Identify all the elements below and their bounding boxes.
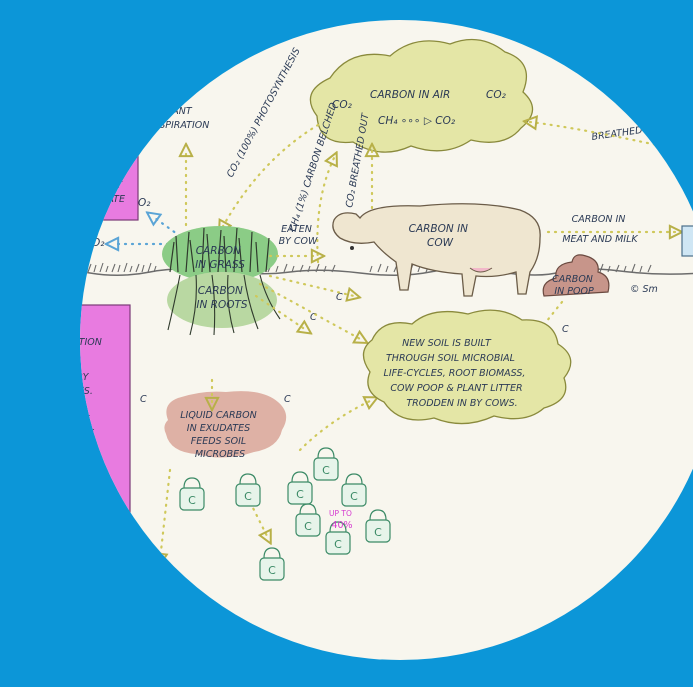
svg-text:C: C [296, 488, 304, 501]
carbon-in-cow-line: CARBON IN [409, 223, 469, 235]
note-sequestration [80, 304, 131, 606]
liquid-carbon-line: FEEDS SOIL [191, 436, 246, 447]
lock-icon: C [287, 471, 313, 505]
c-label: C [562, 324, 569, 335]
carbon-in-roots-line: CARBON [198, 285, 243, 297]
svg-text:C: C [350, 490, 358, 503]
meat-milk-line: CARBON IN [572, 214, 626, 225]
lock-icon: C [149, 561, 175, 595]
sequestration-line: CARBON [38, 322, 79, 333]
svg-text:C: C [268, 564, 276, 577]
carbon-in-grass-line: IN GRASS [195, 259, 245, 271]
new-soil-line: COW POOP & PLANT LITTER [390, 383, 522, 394]
liquid-carbon-line: IN EXUDATES [187, 423, 250, 434]
sequestration-line: GES [100, 532, 119, 543]
svg-text:C: C [158, 578, 166, 591]
svg-text:C: C [304, 520, 312, 533]
svg-text:C: C [244, 490, 252, 503]
up-to-line: UP TO [329, 509, 352, 518]
new-soil-line: TRODDEN IN BY COWS. [406, 398, 517, 409]
poop-pile [542, 254, 610, 297]
plant-respiration-line: RESPIRATION [147, 120, 210, 131]
new-soil-line: NEW SOIL IS BUILT [402, 338, 492, 349]
carbon-in-roots-line: IN ROOTS [196, 299, 248, 311]
new-soil-line: THROUGH SOIL MICROBIAL [386, 353, 515, 364]
svg-text:C: C [374, 526, 382, 539]
svg-text:K UGH THAT A: K UGH THAT ATE [97, 152, 125, 205]
o2-lower-label: O₂ [92, 237, 105, 249]
c-label: C [140, 394, 147, 405]
svg-text:CARBON IN ROOTS: CARBON IN ROOTS [196, 285, 248, 311]
svg-text:CARBON IN COW: CARBON IN COW [409, 223, 472, 249]
cow-illustration [332, 203, 541, 297]
sequestration-line: ING COWS. [40, 386, 93, 397]
milk-bottle [681, 225, 693, 257]
sequestration-line: GERED BY [40, 372, 90, 383]
lock-icon: C [179, 477, 205, 511]
carbon-in-poop-line: CARBON [552, 274, 593, 285]
lock-icon: C [295, 503, 321, 537]
plant-respiration-line: CO₂ [168, 92, 186, 103]
lock-icon: C [341, 473, 367, 507]
up-to-line: 40% [331, 520, 352, 531]
meat-milk-line: MEAT AND MILK [562, 234, 638, 245]
lock-icon: C [259, 547, 285, 581]
sequestration-line: FROM THE [40, 414, 90, 425]
air-cloud [309, 38, 534, 153]
exudate-blob [164, 391, 287, 458]
note-top-left-line: THAT [97, 180, 123, 191]
svg-text:NEW SOIL IS BUILT THROUG: NEW SOIL IS BUILT THROUGH SOIL MICROBIAL… [384, 338, 529, 409]
note-top-left-line: K [116, 152, 123, 163]
air-methane-conversion: CH₄ ∘∘∘ ▷ CO₂ [378, 115, 456, 127]
svg-text:CARBON IN MEAT AND MILK: CARBON IN MEAT AND MILK [562, 214, 638, 245]
lock-icon: C [313, 447, 339, 481]
sequestration-line: ON IS [40, 400, 66, 411]
lock-icon: C [365, 509, 391, 543]
air-title: CARBON IN AIR [370, 89, 450, 101]
sequestration-line: R [108, 512, 115, 523]
air-co2-left: CO₂ [332, 99, 353, 111]
plant-respiration-line: PLANT [161, 106, 193, 117]
svg-text:CARBON IN POOP: CARBON IN POOP [552, 274, 596, 297]
carbon-in-poop-line: IN POOP [554, 286, 594, 297]
c-label: C [310, 312, 317, 323]
copyright-label: © Sm [630, 284, 658, 295]
note-top-left-line: UGH [101, 166, 122, 177]
lock-icon: C [235, 473, 261, 507]
sequestration-line: ED INTO [40, 442, 80, 453]
sequestration-line: QUESTRATION [34, 337, 102, 348]
c-label: C [284, 394, 291, 405]
air-co2-right: CO₂ [486, 89, 507, 101]
sequestration-line: S [112, 548, 118, 559]
liquid-carbon-line: LIQUID CARBON [180, 410, 257, 421]
eaten-by-cow-line: BY COW [279, 236, 318, 247]
svg-text:C: C [334, 538, 342, 551]
note-top-left [80, 109, 139, 221]
grass-patch [162, 226, 278, 282]
carbon-in-cow-line: COW [427, 237, 454, 249]
new-soil-cloud [362, 309, 572, 425]
svg-text:LIQUID CARBON IN EXUDATE: LIQUID CARBON IN EXUDATES FEEDS SOIL MIC… [180, 410, 260, 460]
svg-text:C: C [322, 464, 330, 477]
lock-icon: C [325, 521, 351, 555]
carbon-in-grass-line: CARBON [196, 245, 241, 257]
sequestration-line: PLANTS [58, 428, 94, 439]
svg-text:EATEN BY COW: EATEN BY COW [279, 224, 318, 247]
svg-text:CARBON IN GRASS: CARBON IN GRASS [195, 245, 245, 271]
eaten-by-cow-line: EATEN [281, 224, 312, 235]
svg-text:UP TO 40%: UP TO 40% [329, 508, 355, 531]
note-top-left-line: ATE [106, 194, 125, 205]
c-label: C [336, 292, 343, 303]
o2-upper-label: O₂ [138, 197, 151, 209]
liquid-carbon-line: MICROBES [195, 449, 245, 460]
new-soil-line: LIFE-CYCLES, ROOT BIOMASS, [384, 368, 526, 379]
svg-text:C: C [188, 494, 196, 507]
